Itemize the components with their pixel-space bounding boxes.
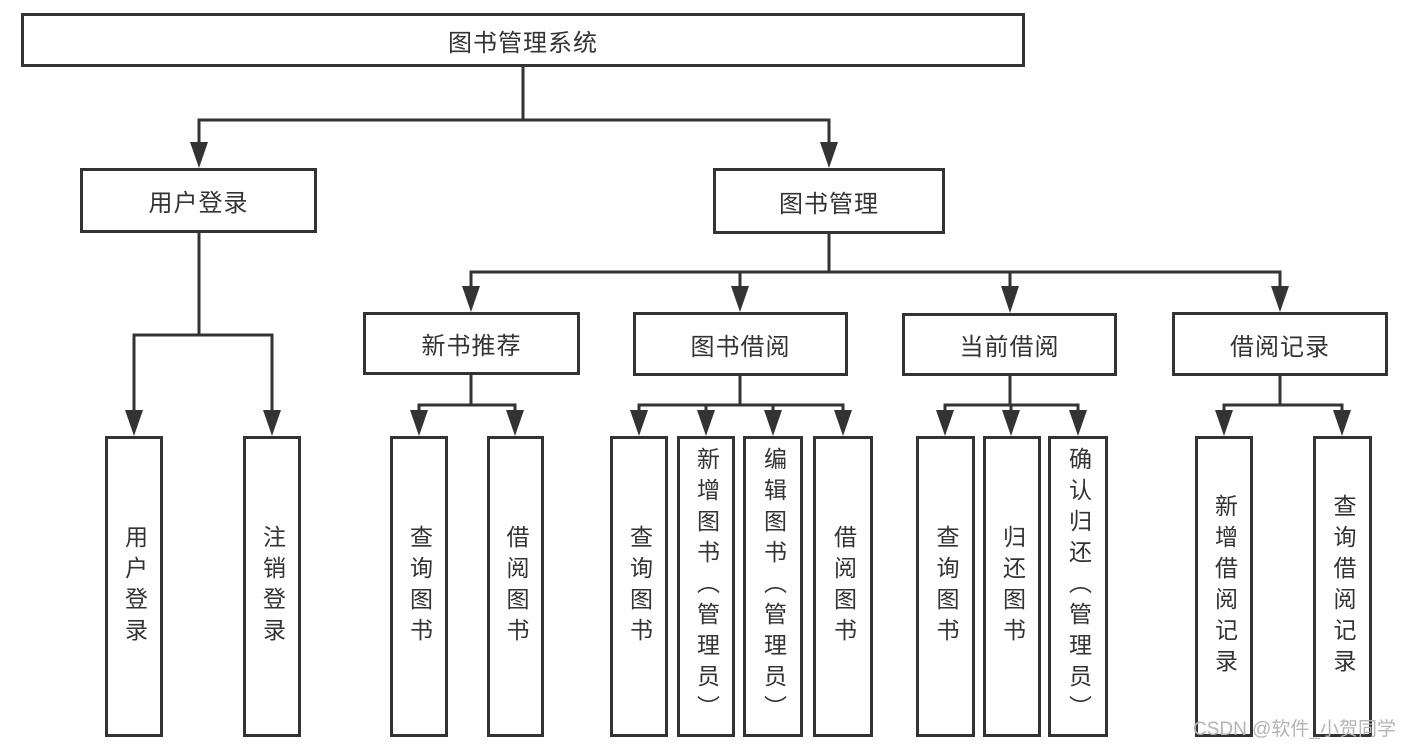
node-user-login-label: 用户登录 bbox=[148, 190, 249, 217]
leaf-logout: 注销登录 bbox=[243, 436, 301, 737]
leaf-borrow-books-recommend-label: 借阅图书 bbox=[503, 524, 529, 649]
leaf-query-books-current-label: 查询图书 bbox=[933, 524, 959, 649]
leaf-borrow-books-recommend: 借阅图书 bbox=[487, 436, 544, 737]
node-book-management: 图书管理 bbox=[713, 168, 945, 234]
node-book-management-label: 图书管理 bbox=[779, 190, 879, 218]
node-root: 图书管理系统 bbox=[21, 13, 1025, 67]
edge-new-book-recommend bbox=[417, 375, 517, 414]
leaf-user-login: 用户登录 bbox=[105, 436, 163, 737]
leaf-query-books-recommend-label: 查询图书 bbox=[406, 524, 433, 649]
leaf-edit-books-admin: 编辑图书（管理员） bbox=[743, 436, 803, 737]
leaf-borrow-books: 借阅图书 bbox=[813, 436, 873, 737]
leaf-query-books-recommend: 查询图书 bbox=[390, 436, 448, 737]
leaf-query-books-borrowing-label: 查询图书 bbox=[626, 524, 653, 649]
node-borrowing-records-label: 借阅记录 bbox=[1230, 333, 1330, 361]
leaf-logout-label: 注销登录 bbox=[259, 524, 286, 649]
node-book-borrowing: 图书借阅 bbox=[633, 312, 848, 376]
node-new-book-recommend-label: 新书推荐 bbox=[421, 333, 522, 360]
node-current-borrowing-label: 当前借阅 bbox=[959, 334, 1060, 361]
node-current-borrowing: 当前借阅 bbox=[902, 313, 1117, 376]
leaf-query-books-current: 查询图书 bbox=[916, 436, 975, 737]
csdn-watermark: CSDN @软件_小贺同学 bbox=[1193, 719, 1396, 740]
leaf-query-borrow-record: 查询借阅记录 bbox=[1313, 436, 1372, 737]
leaf-edit-books-admin-label: 编辑图书（管理员） bbox=[760, 447, 787, 726]
edge-user-login bbox=[132, 233, 274, 414]
leaf-query-books-borrowing: 查询图书 bbox=[610, 436, 668, 737]
edge-root bbox=[197, 67, 831, 144]
leaf-return-books-label: 归还图书 bbox=[999, 524, 1026, 649]
leaf-add-borrow-record: 新增借阅记录 bbox=[1195, 436, 1253, 737]
leaf-borrow-books-label: 借阅图书 bbox=[830, 524, 857, 649]
edge-book-management bbox=[469, 233, 1282, 290]
leaf-add-books-admin: 新增图书（管理员） bbox=[677, 436, 735, 737]
leaf-add-borrow-record-label: 新增借阅记录 bbox=[1211, 493, 1238, 680]
leaf-confirm-return-admin-label: 确认归还（管理员） bbox=[1065, 447, 1092, 726]
leaf-user-login-label: 用户登录 bbox=[121, 524, 148, 649]
node-borrowing-records: 借阅记录 bbox=[1172, 312, 1388, 376]
leaf-query-borrow-record-label: 查询借阅记录 bbox=[1330, 493, 1356, 680]
leaf-confirm-return-admin: 确认归还（管理员） bbox=[1048, 436, 1108, 737]
edge-book-borrowing bbox=[637, 375, 845, 414]
leaf-return-books: 归还图书 bbox=[983, 436, 1041, 737]
node-user-login: 用户登录 bbox=[80, 168, 317, 233]
node-book-borrowing-label: 图书借阅 bbox=[690, 333, 791, 361]
edge-current-borrowing bbox=[943, 376, 1080, 414]
edge-borrowing-records bbox=[1222, 376, 1344, 414]
node-root-label: 图书管理系统 bbox=[448, 29, 598, 57]
node-new-book-recommend: 新书推荐 bbox=[363, 312, 580, 375]
leaf-add-books-admin-label: 新增图书（管理员） bbox=[693, 447, 720, 726]
